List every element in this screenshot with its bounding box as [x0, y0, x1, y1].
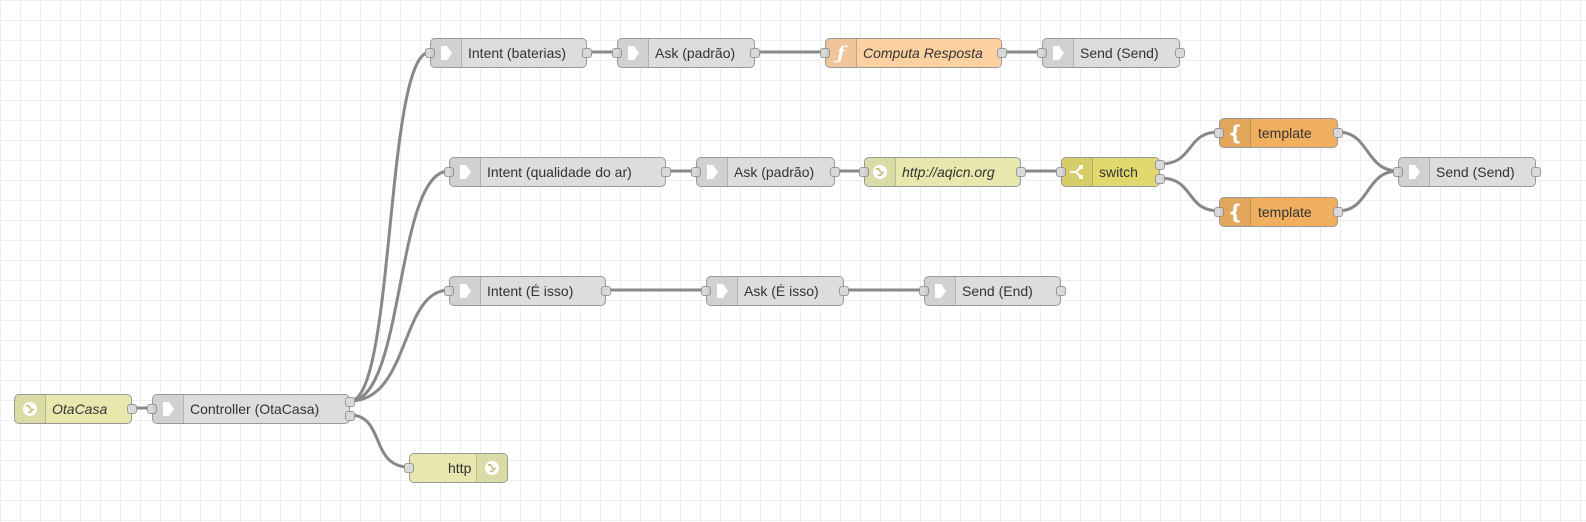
controller-node[interactable]: Controller (OtaCasa) [147, 394, 355, 424]
intent-baterias-node[interactable]: Intent (baterias) [425, 38, 592, 68]
switch-icon [1062, 158, 1093, 186]
template-node-1[interactable]: { template [1214, 118, 1343, 148]
input-port[interactable] [1214, 207, 1224, 217]
node-label: template [1258, 125, 1312, 141]
input-port[interactable] [701, 286, 711, 296]
output-port[interactable] [1531, 167, 1541, 177]
wire[interactable] [1337, 130, 1399, 173]
output-port[interactable] [601, 286, 611, 296]
input-port[interactable] [612, 48, 622, 58]
wire[interactable] [349, 288, 450, 403]
globe-icon [15, 395, 46, 423]
wire[interactable] [349, 169, 450, 403]
node-label: Intent (qualidade do ar) [487, 164, 632, 180]
output-port[interactable] [1175, 48, 1185, 58]
node-label: Intent (É isso) [487, 283, 574, 299]
input-port[interactable] [1214, 128, 1224, 138]
wire[interactable] [349, 413, 410, 469]
http-response-node[interactable]: http [404, 453, 508, 483]
input-port[interactable] [1393, 167, 1403, 177]
input-port[interactable] [444, 167, 454, 177]
wire[interactable] [1337, 169, 1399, 213]
output-port[interactable] [1333, 128, 1343, 138]
arrow-icon [618, 39, 649, 67]
node-label: Controller (OtaCasa) [190, 401, 320, 417]
input-port[interactable] [444, 286, 454, 296]
globe-icon [476, 454, 507, 482]
node-label: Ask (É isso) [744, 283, 819, 299]
output-port-2[interactable] [345, 411, 355, 421]
node-label: switch [1099, 164, 1138, 180]
arrow-icon [1043, 39, 1074, 67]
output-port[interactable] [127, 404, 137, 414]
input-port[interactable] [404, 463, 414, 473]
computa-resposta-node[interactable]: ƒ Computa Resposta [820, 38, 1007, 68]
input-port[interactable] [1056, 167, 1066, 177]
input-port[interactable] [859, 167, 869, 177]
input-port[interactable] [1037, 48, 1047, 58]
output-port[interactable] [997, 48, 1007, 58]
template-icon: { [1220, 198, 1251, 226]
node-label: Ask (padrão) [734, 164, 815, 180]
wire[interactable] [349, 50, 431, 403]
function-icon: ƒ [826, 39, 857, 67]
input-port[interactable] [425, 48, 435, 58]
arrow-icon [153, 395, 184, 423]
input-port[interactable] [691, 167, 701, 177]
node-label: http [448, 460, 472, 476]
output-port[interactable] [839, 286, 849, 296]
output-port[interactable] [1333, 207, 1343, 217]
output-port-2[interactable] [1155, 174, 1165, 184]
arrow-icon [697, 158, 728, 186]
wire[interactable] [1159, 130, 1220, 166]
output-port-1[interactable] [1155, 160, 1165, 170]
output-port[interactable] [661, 167, 671, 177]
template-icon: { [1220, 119, 1251, 147]
output-port[interactable] [830, 167, 840, 177]
send-send-node-2[interactable]: Send (Send) [1393, 157, 1541, 187]
input-port[interactable] [820, 48, 830, 58]
output-port[interactable] [582, 48, 592, 58]
node-label: Computa Resposta [863, 45, 983, 61]
otacasa-node[interactable]: OtaCasa [14, 394, 137, 424]
arrow-icon [1399, 158, 1430, 186]
input-port[interactable] [147, 404, 157, 414]
globe-icon [865, 158, 896, 186]
send-end-node[interactable]: Send (End) [919, 276, 1066, 306]
node-label: Send (End) [962, 283, 1033, 299]
ask-padrao-node-2[interactable]: Ask (padrão) [691, 157, 840, 187]
output-port[interactable] [750, 48, 760, 58]
arrow-icon [450, 158, 481, 186]
node-label: Ask (padrão) [655, 45, 736, 61]
template-node-2[interactable]: { template [1214, 197, 1343, 227]
send-send-node[interactable]: Send (Send) [1037, 38, 1185, 68]
ask-padrao-node[interactable]: Ask (padrão) [612, 38, 760, 68]
node-label: template [1258, 204, 1312, 220]
arrow-icon [925, 277, 956, 305]
node-label: Send (Send) [1080, 45, 1159, 61]
arrow-icon [707, 277, 738, 305]
node-label: Send (Send) [1436, 164, 1515, 180]
arrow-icon [431, 39, 462, 67]
input-port[interactable] [919, 286, 929, 296]
node-label: Intent (baterias) [468, 45, 567, 61]
switch-node[interactable]: switch [1056, 157, 1165, 187]
output-port[interactable] [1016, 167, 1026, 177]
ask-isso-node[interactable]: Ask (É isso) [701, 276, 849, 306]
node-label: http://aqicn.org [902, 164, 995, 180]
node-label: OtaCasa [52, 401, 108, 417]
output-port-1[interactable] [345, 397, 355, 407]
intent-isso-node[interactable]: Intent (É isso) [444, 276, 611, 306]
arrow-icon [450, 277, 481, 305]
output-port[interactable] [1056, 286, 1066, 296]
http-request-node[interactable]: http://aqicn.org [859, 157, 1026, 187]
intent-qualidade-node[interactable]: Intent (qualidade do ar) [444, 157, 671, 187]
wire[interactable] [1159, 176, 1220, 213]
